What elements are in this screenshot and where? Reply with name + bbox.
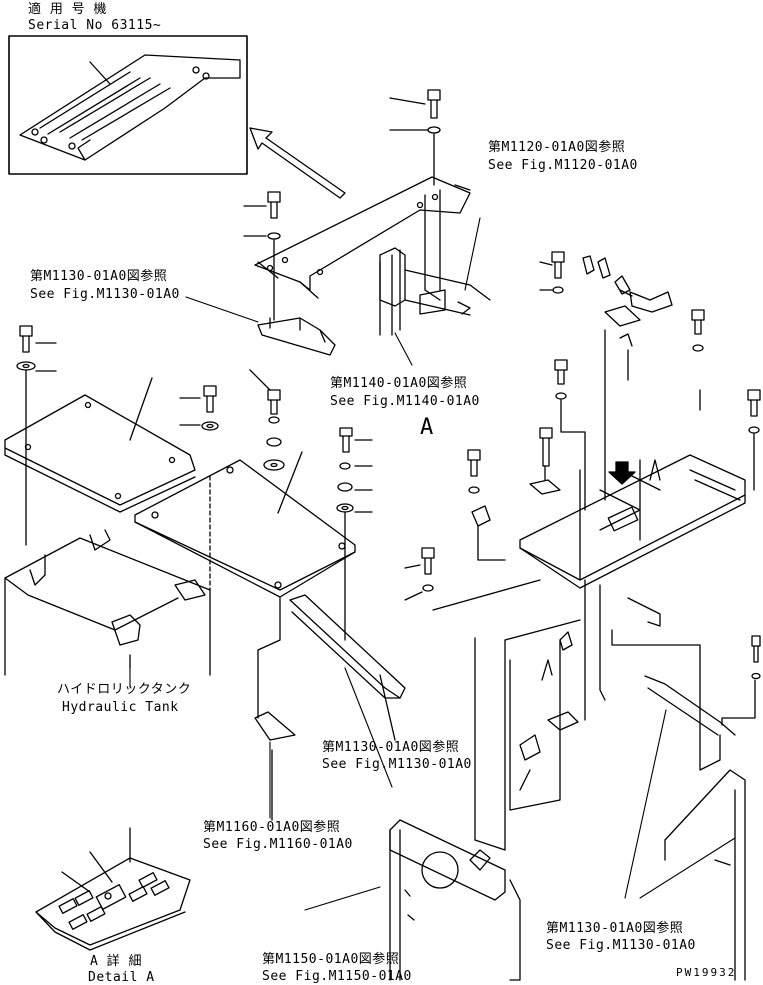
right-bolt-far [691, 309, 761, 491]
ref-m1140-en: See Fig.M1140-01A0 [330, 394, 480, 409]
right-lower-linkage [474, 579, 701, 851]
hydraulic-tank [4, 529, 211, 676]
hydraulic-tank-en: Hydraulic Tank [62, 700, 179, 715]
ref-m1130-right-en: See Fig.M1130-01A0 [546, 938, 696, 953]
bottom-center-frame [389, 819, 521, 981]
ref-m1130-right-jp: 第M1130-01A0図参照 [546, 921, 684, 936]
ref-m1150-jp: 第M1150-01A0図参照 [262, 952, 400, 967]
upper-cover [254, 176, 471, 299]
detail-a-jp: A 詳 細 [90, 954, 142, 969]
bolt-middle-center [249, 369, 285, 471]
right-bolts-top [539, 251, 673, 501]
inset-title-jp: 適 用 号 機 [28, 2, 107, 17]
view-marker-a: A [420, 415, 434, 440]
left-plate [4, 377, 196, 513]
right-vertical-rail [644, 635, 761, 771]
hydraulic-tank-jp: ハイドロリックタンク [57, 682, 192, 697]
bolt-top-middle [389, 89, 441, 186]
bolt-middle-left [179, 385, 219, 591]
leader-lines [129, 217, 736, 911]
ref-m1160-jp: 第M1160-01A0図参照 [203, 820, 341, 835]
right-bolt-low [404, 547, 541, 611]
right-bottom-frame [664, 769, 746, 981]
ref-m1120-jp: 第M1120-01A0図参照 [488, 140, 626, 155]
ref-m1130-mid-en: See Fig.M1130-01A0 [322, 757, 472, 772]
inset-serial: Serial No 63115~ [28, 18, 162, 33]
drawing-number: PW19932 [676, 966, 737, 979]
center-linkage [379, 189, 491, 336]
ref-m1130-left-en: See Fig.M1130-01A0 [30, 287, 180, 302]
ref-m1120-en: See Fig.M1120-01A0 [488, 158, 638, 173]
detail-a-en: Detail A [88, 970, 155, 985]
bolt-upper-left [243, 191, 281, 321]
upper-bracket [257, 317, 336, 356]
detail-a-view [35, 827, 191, 951]
small-clip [254, 597, 296, 821]
bolt-middle-right [336, 427, 373, 641]
ref-m1130-mid-jp: 第M1130-01A0図参照 [322, 740, 460, 755]
rail-middle [289, 594, 406, 741]
serial-inset [8, 35, 248, 175]
middle-plate [134, 451, 356, 598]
view-arrow [608, 461, 636, 485]
inset-arrow [249, 127, 346, 199]
right-bolt-left [467, 449, 506, 561]
ref-m1150-en: See Fig.M1150-01A0 [262, 969, 412, 984]
ref-m1130-left-jp: 第M1130-01A0図参照 [30, 269, 168, 284]
ref-m1160-en: See Fig.M1160-01A0 [203, 837, 353, 852]
bolt-left [16, 325, 57, 546]
right-bolt-mid [529, 359, 586, 511]
ref-m1140-jp: 第M1140-01A0図参照 [330, 376, 468, 391]
